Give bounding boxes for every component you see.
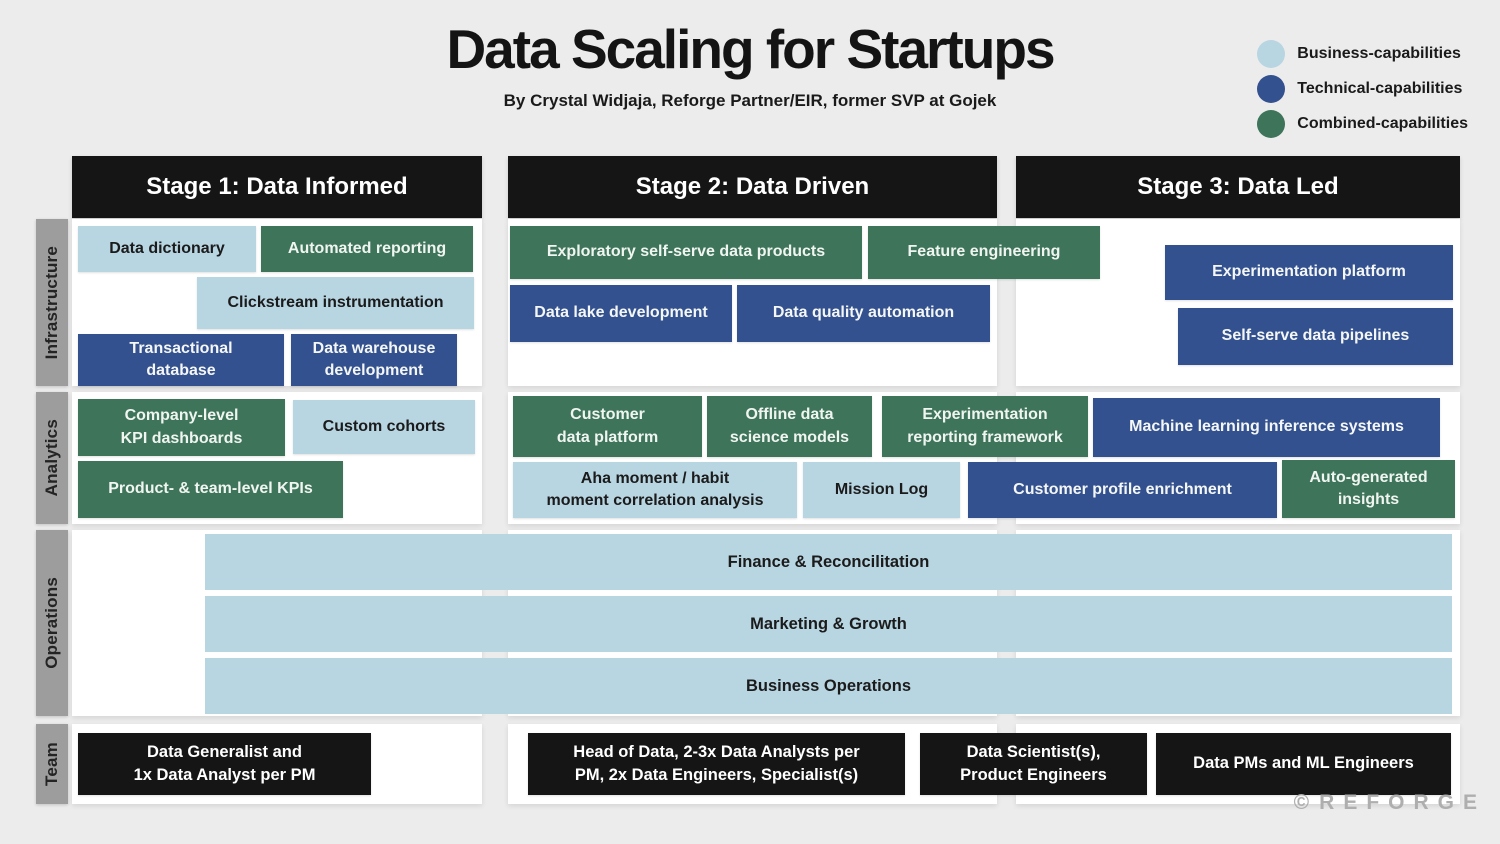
- label-line: Data quality automation: [772, 304, 955, 322]
- box-team-stage1: Data Generalist and 1x Data Analyst per P…: [78, 733, 371, 795]
- box-experimentation-reporting-framework: Experimentation reporting framework: [882, 396, 1088, 457]
- box-data-warehouse-development: Data warehouse development: [291, 334, 457, 386]
- box-product-team-level-kpis: Product- & team-level KPIs: [78, 461, 343, 518]
- label-line: insights: [1337, 491, 1400, 508]
- box-custom-cohorts: Custom cohorts: [293, 400, 475, 454]
- label-line: Aha moment / habit: [580, 469, 730, 487]
- legend: Business-capabilities Technical-capabili…: [1257, 40, 1468, 138]
- legend-swatch-business-icon: [1257, 40, 1286, 68]
- label-line: development: [324, 362, 424, 379]
- box-mission-log: Mission Log: [803, 462, 960, 518]
- label-line: KPI dashboards: [120, 429, 243, 447]
- legend-item-business: Business-capabilities: [1257, 40, 1468, 68]
- label-line: moment correlation analysis: [546, 492, 764, 509]
- ops-bar-business-operations: Business Operations: [205, 658, 1452, 714]
- label-line: database: [146, 362, 216, 379]
- label-line: 1x Data Analyst per PM: [133, 766, 316, 784]
- label-line: Machine learning inference systems: [1129, 418, 1404, 436]
- box-auto-generated-insights: Auto-generated insights: [1282, 460, 1455, 518]
- row-label-text: Infrastructure: [42, 245, 61, 360]
- legend-label: Technical-capabilities: [1297, 80, 1463, 97]
- label-line: Experimentation: [922, 406, 1048, 424]
- box-data-dictionary: Data dictionary: [78, 226, 256, 272]
- box-self-serve-data-pipelines: Self-serve data pipelines: [1178, 308, 1453, 365]
- stage3-header: Stage 3: Data Led: [1016, 156, 1460, 218]
- label-line: Customer: [570, 406, 645, 424]
- ops-bar-marketing-growth: Marketing & Growth: [205, 596, 1452, 652]
- label-line: Feature engineering: [907, 243, 1061, 261]
- label-line: Data lake development: [534, 304, 708, 322]
- box-data-quality-automation: Data quality automation: [737, 285, 990, 342]
- box-customer-data-platform: Customer data platform: [513, 396, 702, 457]
- reforge-watermark: © REFORGE: [1294, 791, 1486, 815]
- row-label-infrastructure: Infrastructure: [36, 219, 68, 386]
- legend-label: Business-capabilities: [1297, 45, 1461, 62]
- box-automated-reporting: Automated reporting: [261, 226, 473, 272]
- box-data-lake-development: Data lake development: [510, 285, 732, 342]
- page-subtitle: By Crystal Widjaja, Reforge Partner/EIR,…: [503, 91, 997, 110]
- legend-label: Combined-capabilities: [1297, 115, 1468, 132]
- legend-item-technical: Technical-capabilities: [1257, 75, 1468, 103]
- row-label-text: Operations: [42, 577, 61, 669]
- label-line: Offline data: [745, 406, 834, 424]
- box-team-data-scientists: Data Scientist(s), Product Engineers: [920, 733, 1147, 795]
- box-aha-moment-correlation-analysis: Aha moment / habit moment correlation ana…: [513, 462, 797, 518]
- reforge-brand-text: REFORGE: [1319, 791, 1486, 814]
- label-line: Customer profile enrichment: [1013, 480, 1232, 498]
- row-label-team: Team: [36, 724, 68, 804]
- label-line: reporting framework: [907, 428, 1063, 446]
- label-line: Automated reporting: [287, 239, 447, 257]
- box-clickstream-instrumentation: Clickstream instrumentation: [197, 277, 474, 329]
- label-line: Self-serve data pipelines: [1221, 327, 1410, 345]
- label-line: Mission Log: [834, 480, 929, 498]
- label-line: Company-level: [124, 407, 239, 425]
- legend-swatch-combined-icon: [1257, 110, 1286, 138]
- copyright-icon: ©: [1293, 791, 1310, 814]
- label-line: Clickstream instrumentation: [227, 293, 444, 311]
- label-line: Exploratory self-serve data products: [546, 243, 826, 261]
- label-line: Transactional: [129, 339, 233, 357]
- box-feature-engineering: Feature engineering: [868, 226, 1100, 279]
- label-line: Product Engineers: [960, 766, 1107, 784]
- row-label-text: Team: [42, 742, 61, 786]
- legend-item-combined: Combined-capabilities: [1257, 110, 1468, 138]
- label-line: data platform: [556, 428, 659, 446]
- page-title: Data Scaling for Startups: [446, 18, 1055, 80]
- label-line: Data Generalist and: [147, 742, 302, 761]
- legend-swatch-technical-icon: [1257, 75, 1286, 103]
- row-label-operations: Operations: [36, 530, 68, 716]
- box-machine-learning-inference-systems: Machine learning inference systems: [1093, 398, 1440, 457]
- ops-bar-finance-reconcilitation: Finance & Reconcilitation: [205, 534, 1452, 590]
- box-transactional-database: Transactional database: [78, 334, 284, 386]
- label-line: Data dictionary: [109, 239, 225, 257]
- label-line: Product- & team-level KPIs: [108, 480, 313, 498]
- label-line: Auto-generated: [1309, 468, 1428, 486]
- box-exploratory-self-serve-data-products: Exploratory self-serve data products: [510, 226, 862, 279]
- label-line: Custom cohorts: [322, 417, 446, 435]
- label-line: Data PMs and ML Engineers: [1193, 754, 1414, 773]
- label-line: science models: [729, 428, 850, 446]
- box-customer-profile-enrichment: Customer profile enrichment: [968, 462, 1277, 518]
- label-line: PM, 2x Data Engineers, Specialist(s): [574, 766, 859, 784]
- label-line: Head of Data, 2-3x Data Analysts per: [573, 742, 860, 761]
- label-line: Data warehouse: [312, 339, 436, 357]
- stage2-header: Stage 2: Data Driven: [508, 156, 997, 218]
- row-label-text: Analytics: [42, 419, 61, 497]
- title-block: Data Scaling for Startups By Crystal Wid…: [0, 22, 1500, 111]
- box-offline-data-science-models: Offline data science models: [707, 396, 872, 457]
- label-line: Data Scientist(s),: [966, 742, 1101, 761]
- label-line: Experimentation platform: [1212, 263, 1406, 281]
- box-experimentation-platform: Experimentation platform: [1165, 245, 1453, 300]
- row-label-analytics: Analytics: [36, 392, 68, 524]
- box-team-stage3: Data PMs and ML Engineers: [1156, 733, 1451, 795]
- stage1-header: Stage 1: Data Informed: [72, 156, 482, 218]
